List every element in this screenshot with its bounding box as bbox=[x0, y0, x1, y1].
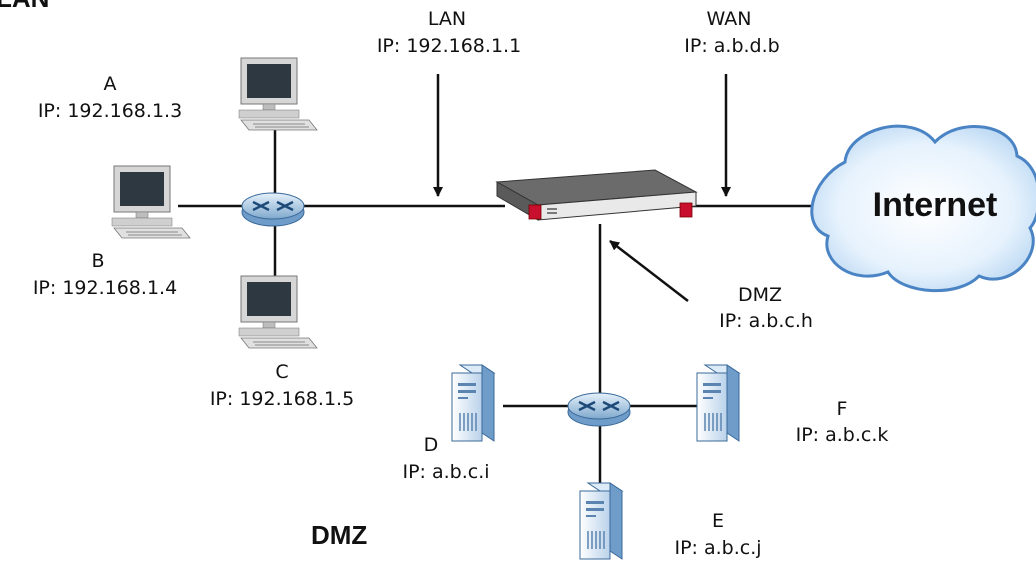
dmz-pointer-arrow bbox=[609, 240, 689, 302]
host-f-name: F bbox=[837, 398, 848, 420]
host-a-name: A bbox=[104, 73, 117, 95]
computer-a-icon bbox=[238, 57, 318, 131]
host-c-ip: IP: 192.168.1.5 bbox=[210, 388, 354, 410]
host-d-ip: IP: a.b.c.i bbox=[402, 461, 489, 483]
wan-interface-ip: IP: a.b.d.b bbox=[684, 35, 779, 57]
host-a-ip: IP: 192.168.1.3 bbox=[38, 100, 182, 122]
server-d-icon bbox=[451, 364, 495, 442]
router-device bbox=[495, 169, 698, 221]
host-c-name: C bbox=[275, 361, 288, 383]
host-b-ip: IP: 192.168.1.4 bbox=[33, 277, 177, 299]
server-f-icon bbox=[696, 364, 740, 442]
host-e-ip: IP: a.b.c.j bbox=[674, 537, 761, 559]
dmz-interface-ip: IP: a.b.c.h bbox=[719, 310, 813, 332]
host-d-name: D bbox=[424, 434, 439, 456]
wan-interface-name: WAN bbox=[707, 8, 752, 30]
server-e-icon bbox=[579, 482, 623, 560]
computer-b-icon bbox=[111, 165, 191, 239]
dmz-section-title: DMZ bbox=[311, 520, 367, 550]
dmz-interface-name: DMZ bbox=[738, 284, 782, 306]
lan-hub-icon bbox=[240, 191, 306, 228]
lan-section-title: LAN bbox=[0, 0, 49, 13]
pointer-arrows bbox=[433, 74, 731, 302]
dmz-hub-icon bbox=[566, 391, 632, 428]
lan-interface-ip: IP: 192.168.1.1 bbox=[377, 35, 521, 57]
router-left-bracket bbox=[528, 204, 542, 220]
computer-c-icon bbox=[238, 275, 318, 349]
internet-label: Internet bbox=[873, 186, 998, 224]
host-e-name: E bbox=[712, 510, 724, 532]
host-b-name: B bbox=[91, 250, 104, 272]
router-right-bracket bbox=[679, 202, 693, 218]
lan-interface-name: LAN bbox=[428, 8, 466, 30]
internet-cloud bbox=[810, 124, 1036, 293]
host-f-ip: IP: a.b.c.k bbox=[796, 424, 889, 446]
